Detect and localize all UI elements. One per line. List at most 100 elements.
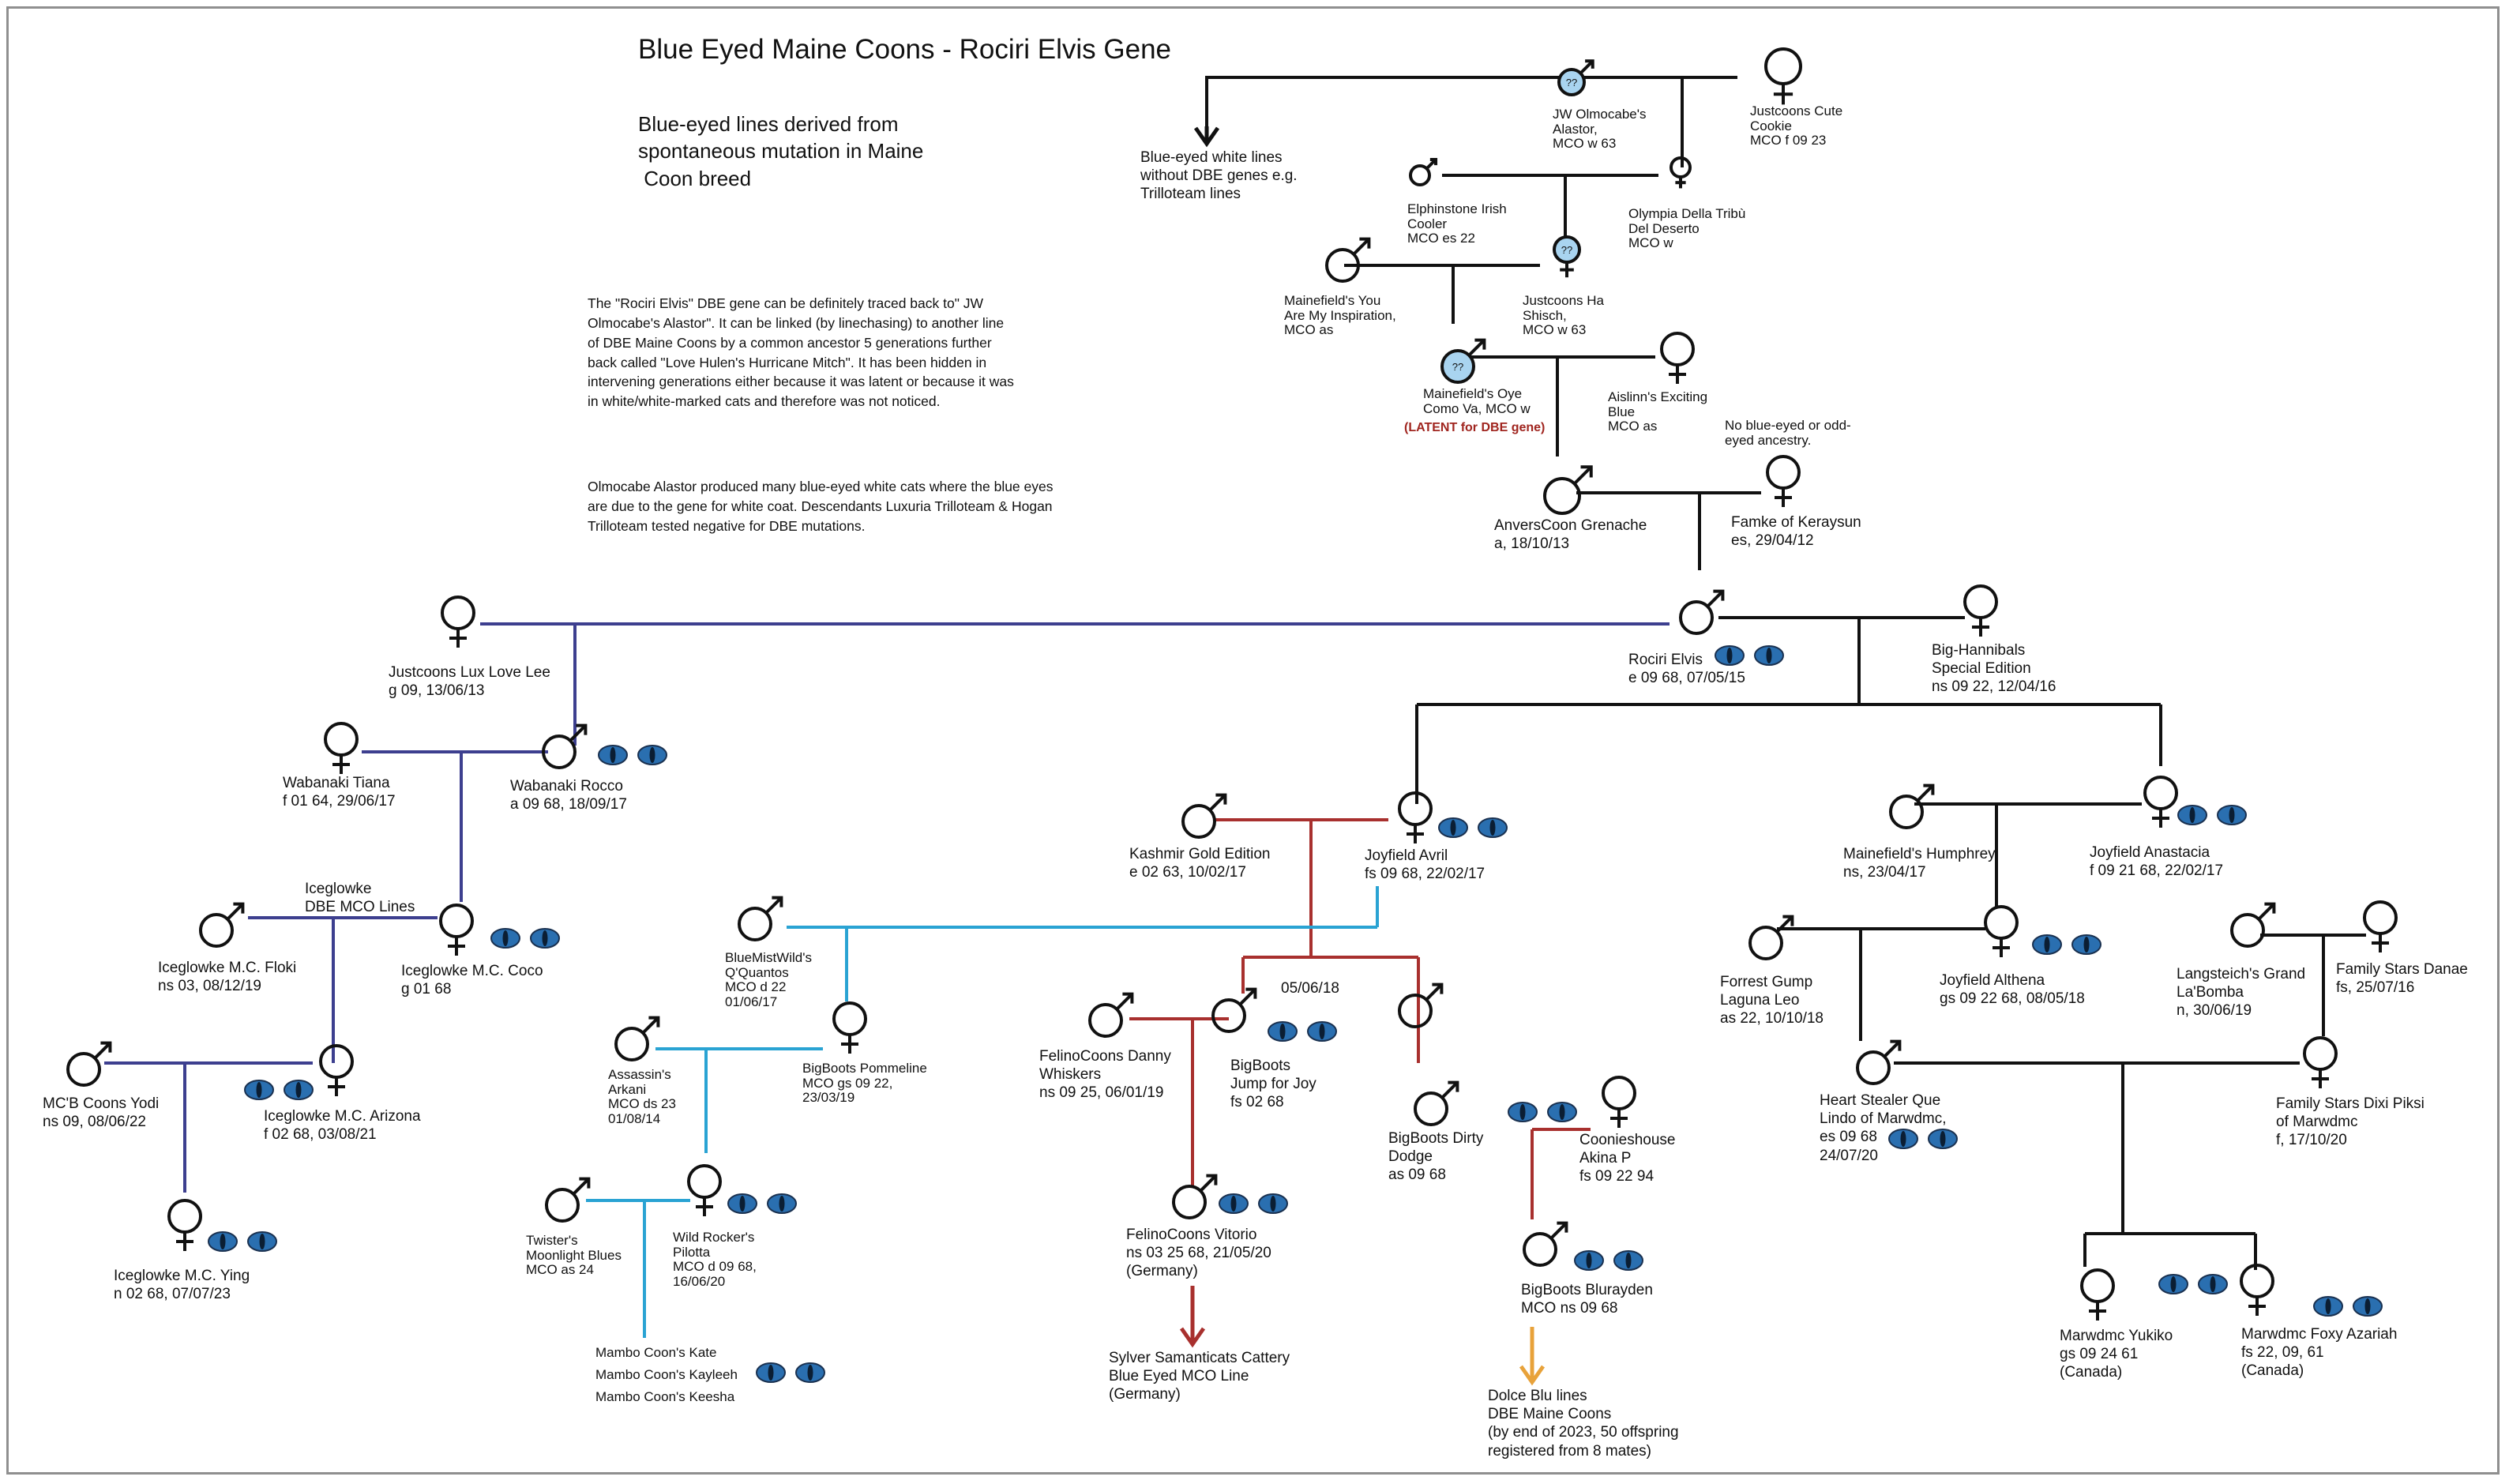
male-sex-symbol-icon xyxy=(1325,237,1371,283)
cat-label-pilotta: Wild Rocker's Pilotta MCO d 09 68, 16/06… xyxy=(673,1230,757,1290)
cat-label-olympia: Olympia Della Tribù Del Deserto MCO w xyxy=(1628,206,1746,251)
blue-eyes-icon xyxy=(1438,817,1508,838)
male-sex-symbol-icon xyxy=(1889,783,1935,829)
cat-label-elphinstone: Elphinstone Irish Cooler MCO es 22 xyxy=(1407,201,1507,246)
cat-label-ha-shisch: Justcoons Ha Shisch, MCO w 63 xyxy=(1523,293,1604,338)
cat-label-forrest-gump: Forrest Gump Laguna Leo as 22, 10/10/18 xyxy=(1720,974,1824,1028)
cat-label-rociri-elvis: Rociri Elvis e 09 68, 07/05/15 xyxy=(1628,652,1745,687)
female-sex-symbol-icon xyxy=(2240,1264,2274,1316)
cat-label-yodi: MC'B Coons Yodi ns 09, 08/06/22 xyxy=(43,1095,160,1131)
female-sex-symbol-icon xyxy=(1764,47,1802,105)
female-sex-symbol-icon xyxy=(2080,1268,2115,1321)
female-sex-symbol-icon xyxy=(2143,776,2178,828)
female-sex-symbol-icon xyxy=(167,1199,202,1251)
label-dolce-blu-lines: Dolce Blu lines DBE Maine Coons (by end … xyxy=(1488,1388,1679,1460)
male-sex-symbol-icon: ?? xyxy=(1557,59,1594,96)
blue-eyes-icon xyxy=(2313,1296,2383,1317)
female-sex-symbol-icon xyxy=(1670,156,1692,189)
female-sex-symbol-icon xyxy=(439,904,474,956)
female-sex-symbol-icon xyxy=(1660,332,1695,384)
cat-label-heart-stealer: Heart Stealer Que Lindo of Marwdmc, es 0… xyxy=(1820,1092,1947,1164)
cat-label-mambo-kayleeh: Mambo Coon's Kayleeh xyxy=(595,1367,738,1382)
male-sex-symbol-icon xyxy=(1181,793,1227,839)
male-sex-symbol-icon xyxy=(1543,465,1593,515)
cat-label-dixi-piksi: Family Stars Dixi Piksi of Marwdmc f, 17… xyxy=(2276,1095,2424,1149)
cat-label-qquantos: BlueMistWild's Q'Quantos MCO d 22 01/06/… xyxy=(725,950,812,1010)
blue-eyes-icon xyxy=(727,1193,797,1214)
blue-eyes-icon xyxy=(1715,645,1784,666)
female-sex-symbol-icon xyxy=(1766,455,1801,507)
cat-label-blurayden: BigBoots Blurayden MCO ns 09 68 xyxy=(1521,1282,1653,1317)
male-sex-symbol-icon xyxy=(738,896,783,941)
cat-label-akina-p: Coonieshouse Akina P fs 09 22 94 xyxy=(1579,1132,1676,1185)
cat-label-langsteich: Langsteich's Grand La'Bomba n, 30/06/19 xyxy=(2177,966,2306,1020)
cat-label-mambo-kate: Mambo Coon's Kate xyxy=(595,1345,717,1360)
female-sex-symbol-icon xyxy=(1984,905,2019,957)
female-sex-symbol-icon xyxy=(1602,1076,1636,1128)
female-sex-symbol-icon xyxy=(1963,584,1998,637)
male-sex-symbol-icon xyxy=(1398,982,1444,1028)
male-sex-symbol-icon xyxy=(614,1016,660,1061)
male-sex-symbol-icon xyxy=(66,1041,112,1087)
male-sex-symbol-icon xyxy=(1088,992,1134,1038)
cat-label-wabanaki-tiana: Wabanaki Tiana f 01 64, 29/06/17 xyxy=(283,775,396,810)
latent-dbe-note: (LATENT for DBE gene) xyxy=(1404,421,1546,434)
diagram-title: Blue Eyed Maine Coons - Rociri Elvis Gen… xyxy=(638,34,1172,65)
note-no-blue-eyed-ancestry: No blue-eyed or odd- eyed ancestry. xyxy=(1725,418,1851,448)
diagram-subtitle: Blue-eyed lines derived from spontaneous… xyxy=(638,112,924,190)
cat-label-pommeline: BigBoots Pommeline MCO gs 09 22, 23/03/1… xyxy=(802,1061,927,1106)
svg-text:??: ?? xyxy=(1452,361,1463,373)
cat-label-joyfield-althena: Joyfield Althena gs 09 22 68, 08/05/18 xyxy=(1940,972,2085,1008)
blue-eyes-icon xyxy=(2158,1274,2228,1294)
blue-eyes-icon xyxy=(756,1362,825,1383)
male-sex-symbol-icon: ?? xyxy=(1440,338,1486,384)
svg-text:??: ?? xyxy=(1566,77,1577,88)
cat-label-family-stars-danae: Family Stars Danae fs, 25/07/16 xyxy=(2336,961,2468,997)
blue-eyes-icon xyxy=(1219,1193,1288,1214)
cat-label-aislinn: Aislinn's Exciting Blue MCO as xyxy=(1608,389,1708,434)
female-sex-symbol-icon xyxy=(1398,791,1433,843)
blue-eyes-icon xyxy=(490,928,560,949)
male-sex-symbol-icon xyxy=(1409,157,1438,186)
cat-label-grenache: AnversCoon Grenache a, 18/10/13 xyxy=(1494,517,1647,553)
female-sex-symbol-icon xyxy=(441,595,475,648)
litter-date-label: 05/06/18 xyxy=(1281,980,1339,997)
cat-label-big-hannibals: Big-Hannibals Special Edition ns 09 22, … xyxy=(1932,642,2056,696)
cat-label-humphrey: Mainefield's Humphrey ns, 23/04/17 xyxy=(1843,846,1996,881)
label-iceglowke-lines: Iceglowke DBE MCO Lines xyxy=(305,881,415,916)
female-sex-symbol-icon xyxy=(324,722,359,774)
cat-label-yukiko: Marwdmc Yukiko gs 09 24 61 (Canada) xyxy=(2060,1328,2173,1381)
male-sex-symbol-icon xyxy=(1211,987,1257,1033)
blue-eyes-icon xyxy=(1888,1129,1958,1149)
blue-eyes-icon xyxy=(208,1231,277,1252)
cat-label-jump-for-joy: BigBoots Jump for Joy fs 02 68 xyxy=(1230,1058,1316,1111)
female-sex-symbol-icon xyxy=(319,1044,354,1096)
male-sex-symbol-icon xyxy=(1679,589,1725,635)
cat-label-coco: Iceglowke M.C. Coco g 01 68 xyxy=(401,963,543,998)
connector-line xyxy=(1205,76,1564,141)
cat-label-mainefield-you: Mainefield's You Are My Inspiration, MCO… xyxy=(1284,293,1396,338)
blue-eyes-icon xyxy=(2032,934,2101,955)
note-olmocabe-alastor: Olmocabe Alastor produced many blue-eyed… xyxy=(588,479,1054,534)
cat-label-alastor: JW Olmocabe's Alastor, MCO w 63 xyxy=(1553,107,1647,152)
male-sex-symbol-icon xyxy=(1523,1221,1568,1267)
female-sex-symbol-icon xyxy=(2363,900,2398,952)
female-sex-symbol-icon xyxy=(687,1164,722,1216)
cat-label-arkani: Assassin's Arkani MCO ds 23 01/08/14 xyxy=(608,1067,676,1127)
male-sex-symbol-icon xyxy=(2230,902,2276,948)
cat-label-wabanaki-rocco: Wabanaki Rocco a 09 68, 18/09/17 xyxy=(510,778,627,813)
label-sylver-samanticats: Sylver Samanticats Cattery Blue Eyed MCO… xyxy=(1109,1350,1290,1403)
cat-label-mambo-keesha: Mambo Coon's Keesha xyxy=(595,1389,735,1404)
male-sex-symbol-icon xyxy=(199,902,245,948)
cat-label-twister: Twister's Moonlight Blues MCO as 24 xyxy=(526,1233,622,1278)
blue-eyes-icon xyxy=(1574,1250,1643,1271)
female-sex-symbol-icon: ?? xyxy=(1553,235,1581,278)
label-blue-eyed-white-lines: Blue-eyed white lines without DBE genes … xyxy=(1140,149,1298,203)
male-sex-symbol-icon xyxy=(1856,1039,1902,1085)
cat-label-famke: Famke of Keraysun es, 29/04/12 xyxy=(1731,514,1861,550)
male-sex-symbol-icon xyxy=(542,723,588,769)
blue-eyes-icon xyxy=(1508,1102,1577,1122)
cat-label-vitorio: FelinoCoons Vitorio ns 03 25 68, 21/05/2… xyxy=(1126,1227,1271,1280)
